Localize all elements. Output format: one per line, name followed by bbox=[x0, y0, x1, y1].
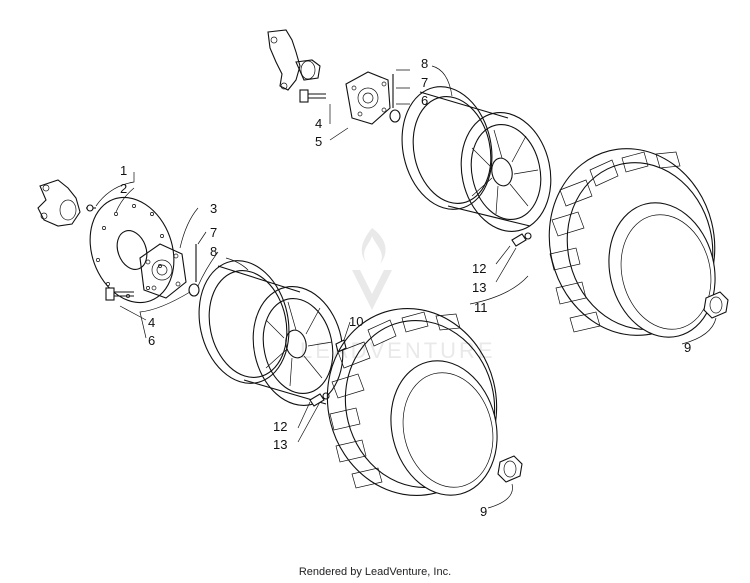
leader-lines bbox=[95, 65, 717, 509]
brake-disc-bolt bbox=[86, 204, 96, 212]
callout-9-lower: 9 bbox=[480, 504, 487, 519]
callout-4-upper: 4 bbox=[315, 116, 322, 131]
tire-upper bbox=[548, 148, 716, 338]
callout-2: 2 bbox=[120, 181, 127, 196]
wheel-hub-lower bbox=[139, 243, 187, 299]
callout-5: 5 bbox=[315, 134, 322, 149]
callout-8-upper: 8 bbox=[421, 56, 428, 71]
callout-6-lower: 6 bbox=[148, 333, 155, 348]
castle-nut-lower bbox=[188, 283, 200, 297]
valve-stem-upper bbox=[511, 232, 532, 247]
wheel-stud-lower bbox=[105, 287, 134, 301]
callout-7-lower: 7 bbox=[210, 225, 217, 240]
callout-3: 3 bbox=[210, 201, 217, 216]
wheel-rim-lower bbox=[198, 260, 344, 406]
valve-stem-lower bbox=[309, 392, 330, 407]
callout-12-upper: 12 bbox=[472, 261, 486, 276]
callout-13-upper: 13 bbox=[472, 280, 486, 295]
steering-knuckle-lower bbox=[37, 179, 81, 227]
wheel-hub-upper bbox=[345, 71, 391, 125]
steering-knuckle-upper bbox=[267, 29, 321, 91]
callout-12-lower: 12 bbox=[273, 419, 287, 434]
hub-cap-upper bbox=[703, 291, 729, 319]
callout-7-upper: 7 bbox=[421, 75, 428, 90]
wheel-stud-upper bbox=[299, 89, 326, 103]
wheel-rim-upper bbox=[401, 86, 552, 232]
callout-13-lower: 13 bbox=[273, 437, 287, 452]
callout-6-upper: 6 bbox=[421, 93, 428, 108]
callout-labels: 8 7 6 4 5 1 2 3 7 8 4 6 10 12 13 11 9 12… bbox=[120, 56, 691, 519]
callout-4-lower: 4 bbox=[148, 315, 155, 330]
callout-11: 11 bbox=[474, 300, 488, 315]
callout-10: 10 bbox=[349, 314, 363, 329]
callout-8-lower: 8 bbox=[210, 244, 217, 259]
hub-cap-lower bbox=[497, 455, 523, 483]
callout-1: 1 bbox=[120, 163, 127, 178]
leadventure-flame-logo-icon bbox=[352, 228, 392, 310]
castle-nut-upper bbox=[389, 109, 401, 123]
tire-lower bbox=[326, 308, 498, 496]
brake-disc bbox=[89, 196, 175, 304]
render-credit: Rendered by LeadVenture, Inc. bbox=[298, 566, 452, 578]
callout-9-upper: 9 bbox=[684, 340, 691, 355]
